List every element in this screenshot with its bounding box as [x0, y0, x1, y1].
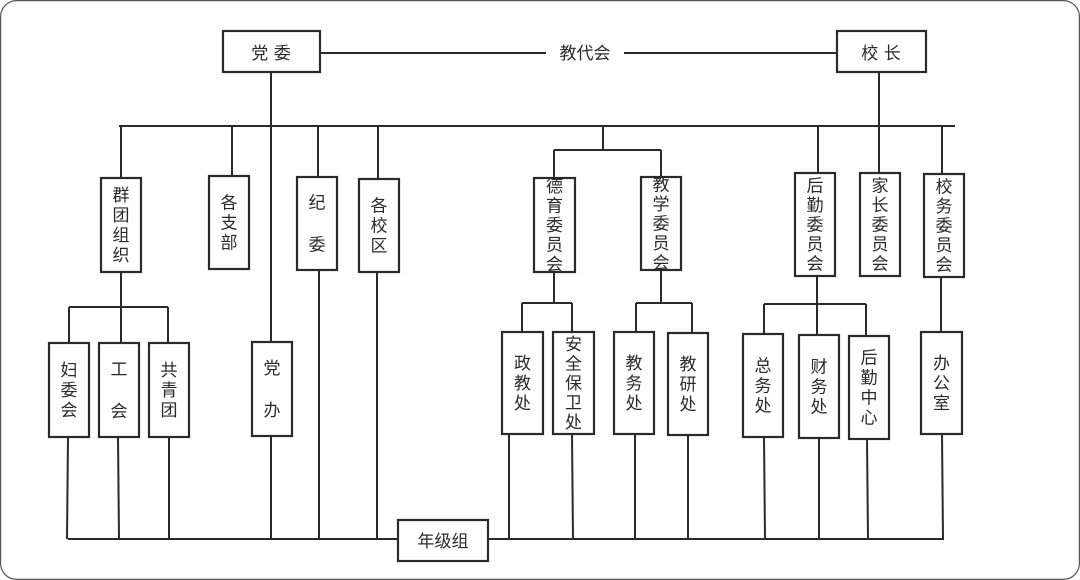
node-box	[97, 341, 141, 439]
node-womens-committee[interactable]: 妇委会	[47, 341, 91, 439]
node-box	[741, 332, 785, 439]
union-label: 工会	[111, 360, 128, 422]
node-affairs-committee[interactable]: 校务委员会	[922, 172, 966, 279]
drop-general	[763, 436, 766, 540]
node-grade-groups[interactable]: 年级组	[396, 518, 490, 563]
node-box	[797, 333, 841, 440]
node-finance[interactable]: 财务处	[797, 333, 841, 440]
node-box	[250, 340, 294, 438]
node-academic-affairs[interactable]: 教务处	[612, 330, 656, 436]
node-box	[858, 171, 902, 278]
node-box	[357, 177, 401, 274]
campuses-label: 各校区	[371, 197, 388, 257]
parents-committee-label: 家长委员会	[872, 177, 889, 275]
node-teaching-committee[interactable]: 教学委员会	[639, 175, 683, 274]
drop-office	[941, 433, 944, 540]
node-box	[99, 176, 143, 274]
node-box	[793, 171, 837, 278]
party-committee-label: 党 委	[251, 44, 290, 64]
affairs-committee-label: 校务委员会	[936, 178, 953, 276]
staff-congress-label: 教代会	[560, 44, 611, 64]
vertical-nodes: 群团组织 各支部 纪委 各校区 德育委员会 教学委员会 后勤委员会 家长委员会 校务委员会妇委会…	[47, 171, 966, 441]
logistics-center-label: 后勤中心	[861, 349, 878, 429]
node-political-edu[interactable]: 政教处	[500, 330, 545, 436]
node-box	[639, 175, 683, 272]
node-party-committee[interactable]: 党 委	[221, 29, 322, 74]
node-party-office[interactable]: 党办	[250, 340, 294, 438]
node-box	[847, 334, 891, 441]
node-union[interactable]: 工会	[97, 341, 141, 439]
node-principal[interactable]: 校 长	[835, 29, 928, 74]
node-box	[919, 330, 964, 436]
node-logistics-center[interactable]: 后勤中心	[847, 334, 891, 441]
connectors	[66, 52, 955, 540]
node-teaching-research[interactable]: 教研处	[666, 331, 710, 437]
teaching-research-label: 教研处	[680, 355, 697, 415]
mass-orgs-label: 群团组织	[113, 186, 130, 266]
office-label: 办公室	[933, 354, 950, 414]
principal-label: 校 长	[861, 44, 900, 64]
node-parents-committee[interactable]: 家长委员会	[858, 171, 902, 278]
moral-committee-label: 德育委员会	[546, 177, 563, 275]
academic-affairs-label: 教务处	[626, 354, 643, 414]
general-affairs-label: 总务处	[755, 357, 772, 417]
node-mass-orgs[interactable]: 群团组织	[99, 176, 143, 274]
node-general-affairs[interactable]: 总务处	[741, 332, 785, 439]
node-logistics-committee[interactable]: 后勤委员会	[793, 171, 837, 278]
youth-league-label: 共青团	[161, 361, 178, 421]
node-box	[500, 330, 545, 436]
logistics-committee-label: 后勤委员会	[807, 177, 824, 275]
node-youth-league[interactable]: 共青团	[147, 341, 191, 439]
drop-women	[66, 436, 69, 540]
node-campuses[interactable]: 各校区	[357, 177, 401, 274]
drop-center	[866, 438, 869, 540]
node-moral-committee[interactable]: 德育委员会	[532, 176, 577, 275]
grade-groups-label: 年级组	[418, 532, 469, 552]
node-box	[551, 330, 596, 436]
drop-security	[571, 433, 574, 540]
drop-union	[117, 436, 120, 540]
party-office-label: 党办	[264, 359, 281, 421]
political-edu-label: 政教处	[514, 354, 531, 414]
teaching-committee-label: 教学委员会	[653, 176, 670, 274]
node-box	[666, 331, 710, 437]
node-box	[922, 172, 966, 279]
node-security[interactable]: 安全保卫处	[551, 330, 596, 436]
finance-label: 财务处	[811, 358, 828, 418]
node-branches[interactable]: 各支部	[207, 174, 251, 271]
node-discipline[interactable]: 纪委	[295, 175, 339, 272]
discipline-label: 纪委	[309, 194, 326, 256]
node-box	[532, 176, 577, 274]
node-office[interactable]: 办公室	[919, 330, 964, 436]
security-label: 安全保卫处	[565, 335, 582, 433]
node-box	[295, 175, 339, 272]
node-box	[147, 341, 191, 439]
womens-committee-label: 妇委会	[61, 361, 78, 421]
node-box	[207, 174, 251, 271]
branches-label: 各支部	[221, 194, 238, 254]
node-box	[47, 341, 91, 439]
node-box	[612, 330, 656, 436]
